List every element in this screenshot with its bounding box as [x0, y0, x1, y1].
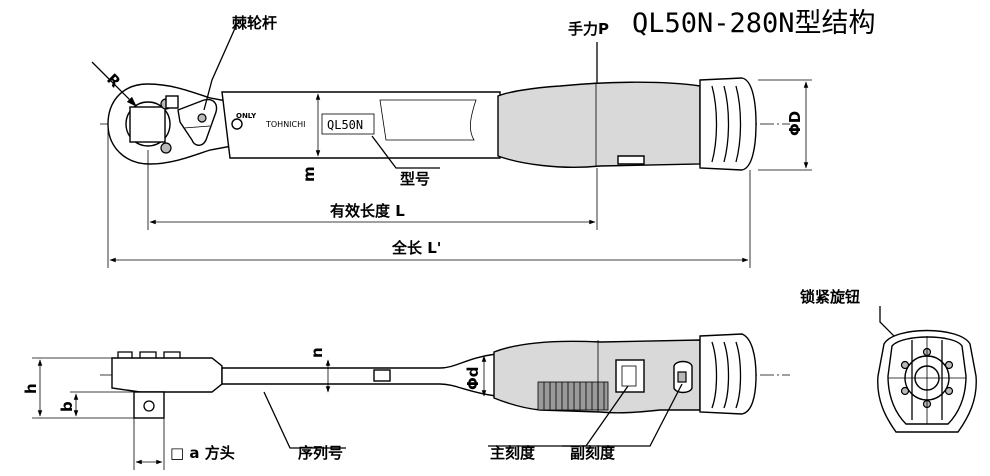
top-view: ONLY TOHNICHI QL50N ΦD m R 棘轮杆 型号 [91, 14, 812, 268]
drive-square-outline [129, 106, 166, 143]
main-scale-label: 主刻度 [490, 444, 536, 462]
side-square-drive [133, 391, 165, 419]
model-leader [371, 135, 440, 169]
dim-phiD-label: ΦD [786, 111, 804, 136]
dim-R-label: R [103, 70, 124, 91]
dim-m-label: m [300, 166, 318, 182]
ratchet-pin-bottom [160, 142, 172, 154]
end-view: 锁紧旋钮 [800, 288, 977, 433]
model-plate [321, 113, 375, 135]
wrench-body [221, 91, 501, 159]
ratchet-lever [177, 98, 218, 146]
main-scale-window [615, 359, 645, 393]
sub-scale-leader [562, 383, 683, 447]
model-label: 型号 [400, 170, 430, 188]
only-mark-circle [231, 118, 243, 130]
hand-force-label: 手力P [568, 20, 609, 38]
square-drive-label: □ a 方头 [170, 444, 235, 462]
model-engraving: QL50N [327, 118, 363, 132]
side-grip-texture [537, 381, 609, 411]
ratchet-square-marker [165, 95, 179, 109]
brand-engraving: TOHNICHI [265, 120, 306, 129]
dim-n-label: n [308, 347, 326, 358]
ratchet-lever-label: 棘轮杆 [232, 14, 277, 32]
side-head-teeth [117, 351, 181, 358]
effective-length-label: 有效长度 L [330, 202, 405, 220]
total-length-label: 全长 L' [391, 239, 441, 257]
side-serial-plate [373, 369, 391, 382]
side-view: n Φd h b □ a 方头 序列号 主刻度 副刻度 [22, 333, 790, 470]
dim-R-leader [91, 61, 137, 107]
ratchet-lever-pin [197, 113, 207, 123]
dim-b-label: b [58, 401, 76, 412]
dim-h-label: h [22, 383, 40, 394]
handle-grip [497, 81, 701, 168]
ratchet-lever-leader [203, 25, 237, 111]
body-window [379, 99, 477, 141]
only-engraving: ONLY [236, 112, 257, 120]
serial-leader [263, 391, 346, 449]
side-body [221, 353, 497, 397]
sub-scale-mark [677, 371, 687, 383]
sub-scale-label: 副刻度 [570, 444, 616, 462]
grip-notch [617, 155, 645, 165]
dim-phid-label: Φd [464, 367, 482, 391]
ratchet-lever-line [183, 125, 211, 129]
side-drive-ball [143, 400, 155, 412]
side-knob-ribs [711, 341, 742, 409]
side-head [111, 357, 223, 393]
knob-ribs [711, 85, 742, 163]
diagram-title: QL50N-280N型结构 [632, 8, 876, 39]
serial-label: 序列号 [298, 444, 343, 462]
main-scale-inner [621, 365, 637, 387]
lock-knob-label: 锁紧旋钮 [800, 288, 860, 306]
